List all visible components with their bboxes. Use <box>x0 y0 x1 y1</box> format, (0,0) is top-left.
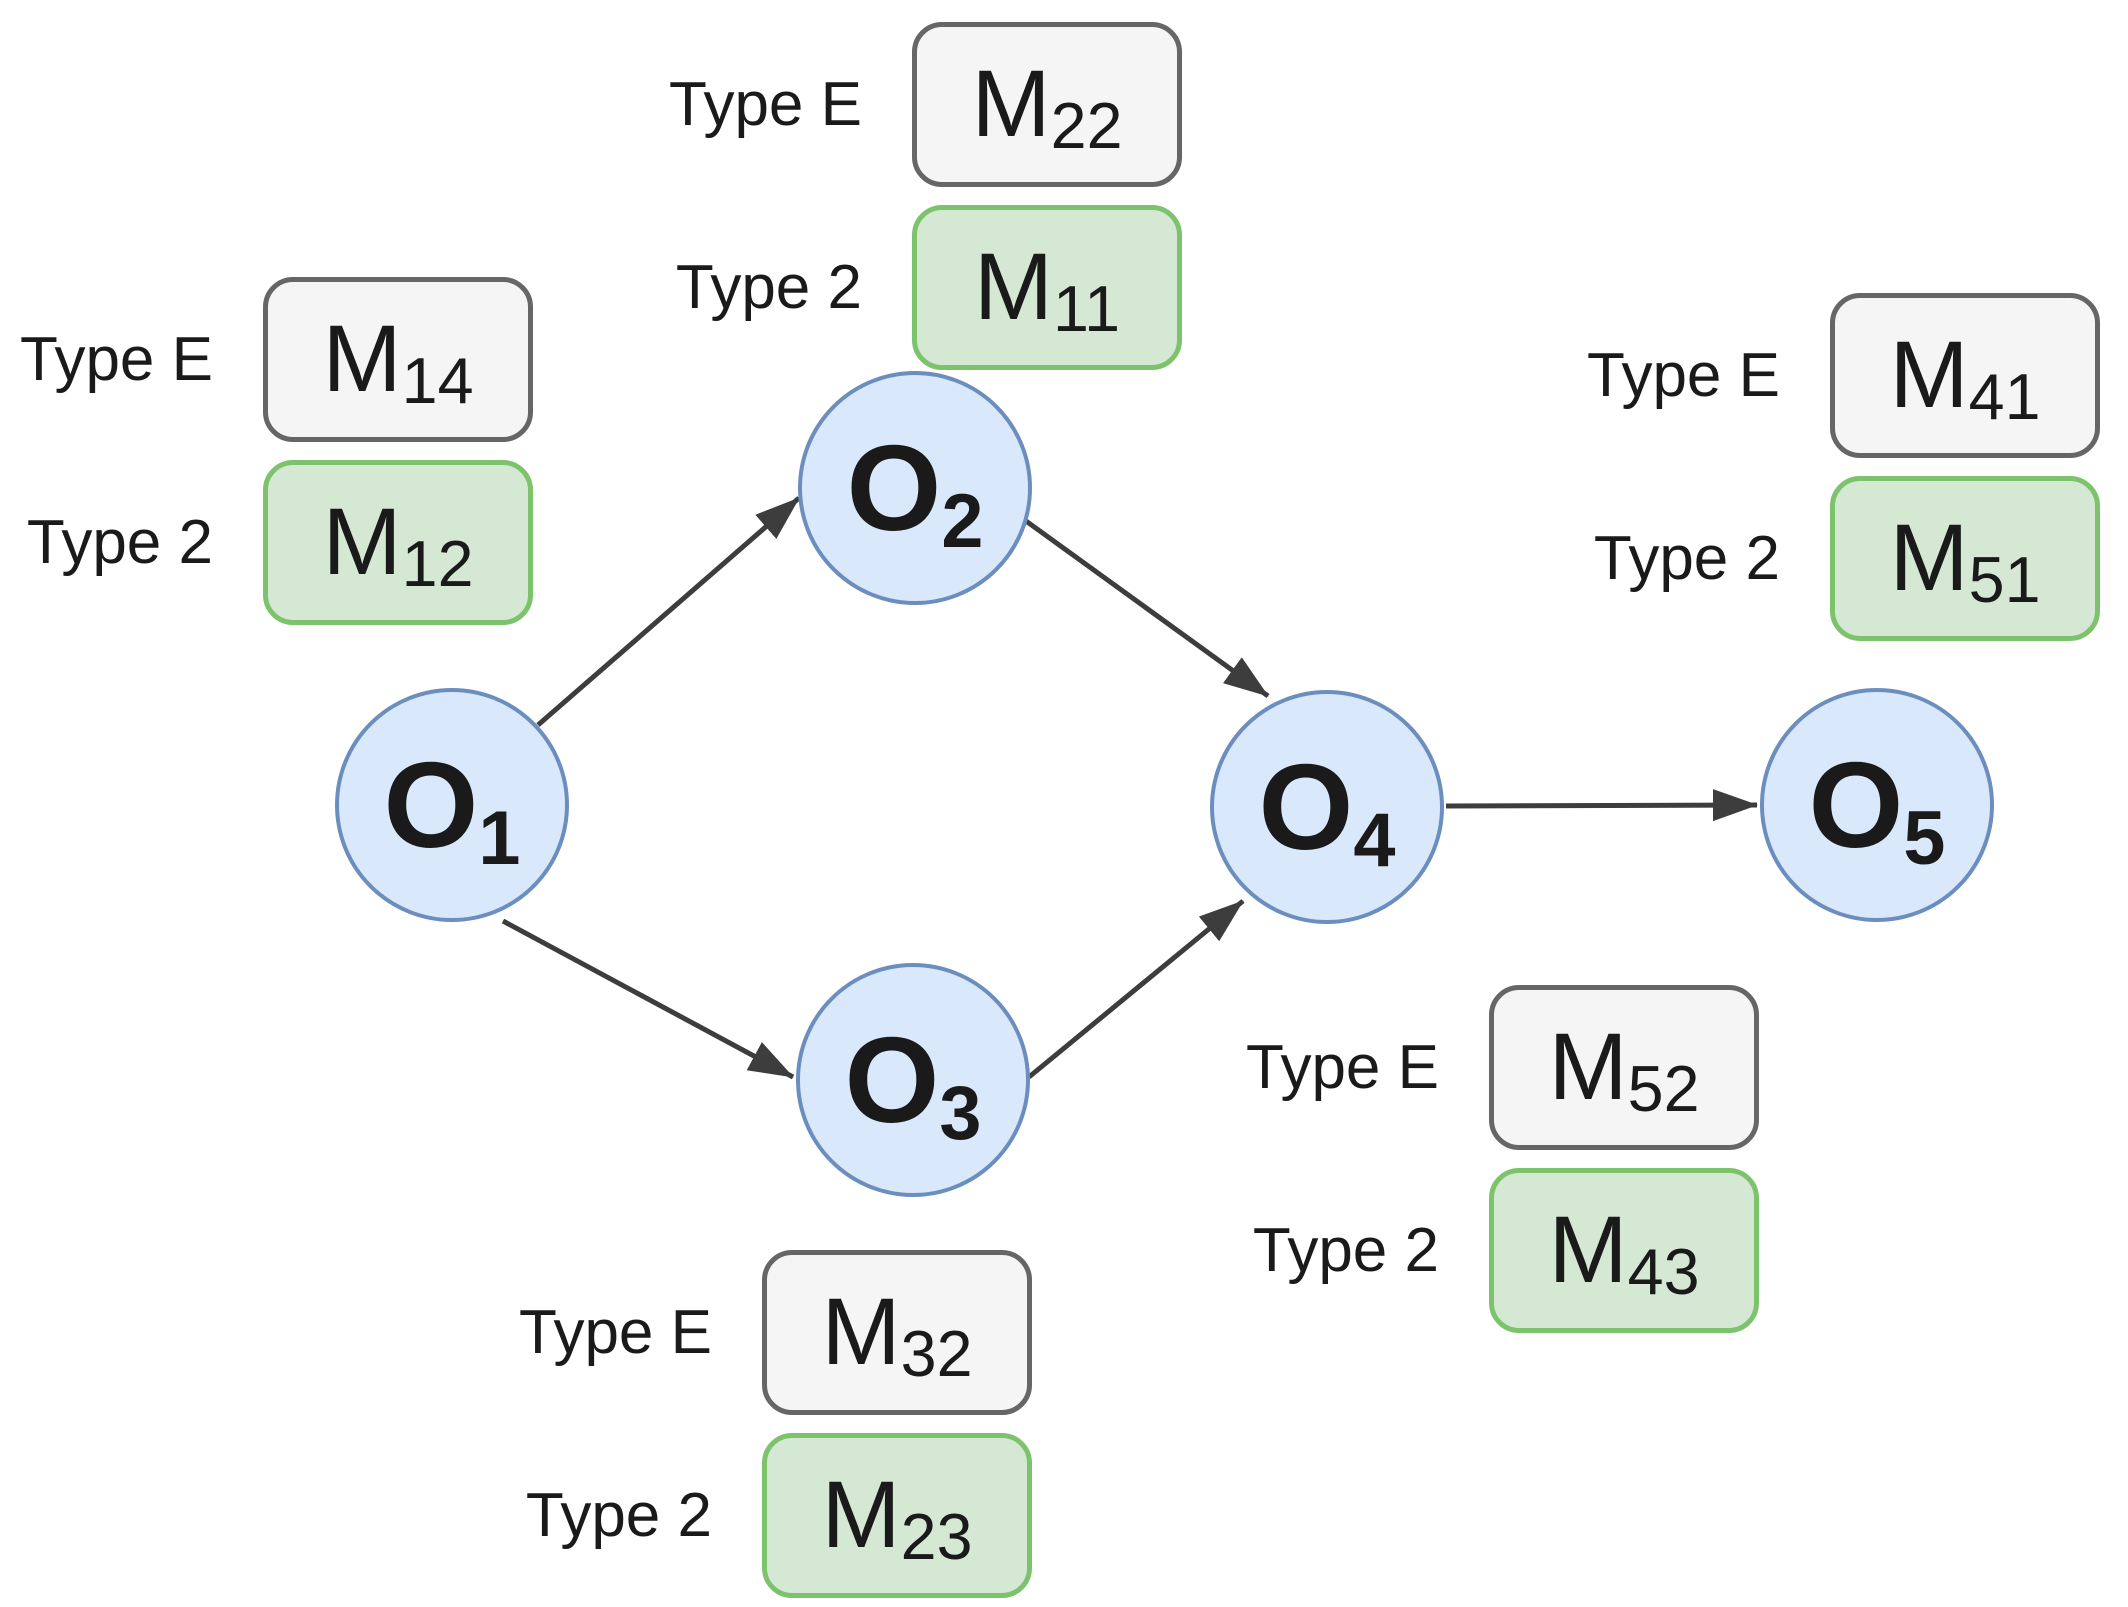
type-e-label: Type E <box>669 70 862 139</box>
machine-box-m41: M41 <box>1830 293 2100 458</box>
machine-group-upper-left: Type E M14 Type 2 M12 <box>3 277 533 625</box>
machine-box-label: M12 <box>322 489 474 600</box>
node-o5-label: O5 <box>1808 737 1946 881</box>
node-o1: O1 <box>335 688 569 922</box>
type-e-label: Type E <box>519 1298 712 1367</box>
machine-row: Type 2 M23 <box>502 1433 1032 1598</box>
machine-box-m23: M23 <box>762 1433 1032 1598</box>
node-o1-label: O1 <box>383 737 521 881</box>
edge-o1-o2 <box>536 496 801 727</box>
machine-row: Type 2 M51 <box>1570 476 2100 641</box>
edge-o2-o4 <box>1024 518 1270 699</box>
machine-box-label: M41 <box>1889 322 2041 433</box>
machine-box-label: M52 <box>1548 1014 1700 1125</box>
machine-box-label: M11 <box>973 234 1121 345</box>
type-2-label: Type 2 <box>525 1481 712 1550</box>
machine-row: Type E M41 <box>1570 293 2100 458</box>
type-e-label: Type E <box>1587 341 1780 410</box>
machine-row: Type 2 M11 <box>652 205 1182 370</box>
machine-box-m14: M14 <box>263 277 533 442</box>
machine-box-m51: M51 <box>1830 476 2100 641</box>
type-2-label: Type 2 <box>1593 524 1780 593</box>
node-o3: O3 <box>796 963 1030 1197</box>
type-e-label: Type E <box>20 325 213 394</box>
machine-group-top-center: Type E M22 Type 2 M11 <box>652 22 1182 370</box>
machine-box-m32: M32 <box>762 1250 1032 1415</box>
machine-row: Type 2 M43 <box>1229 1168 1759 1333</box>
type-e-label: Type E <box>1246 1033 1439 1102</box>
machine-row: Type E M52 <box>1229 985 1759 1150</box>
machine-group-upper-right: Type E M41 Type 2 M51 <box>1570 293 2100 641</box>
machine-box-label: M43 <box>1548 1197 1700 1308</box>
machine-group-mid-right: Type E M52 Type 2 M43 <box>1229 985 1759 1333</box>
node-o4: O4 <box>1210 690 1444 924</box>
machine-box-m43: M43 <box>1489 1168 1759 1333</box>
machine-box-label: M14 <box>322 306 474 417</box>
type-2-label: Type 2 <box>26 508 213 577</box>
machine-row: Type E M14 <box>3 277 533 442</box>
edge-o4-o5 <box>1445 789 1758 822</box>
node-o4-label: O4 <box>1258 739 1396 883</box>
machine-box-m22: M22 <box>912 22 1182 187</box>
node-o2: O2 <box>798 371 1032 605</box>
type-2-label: Type 2 <box>675 253 862 322</box>
machine-box-label: M23 <box>821 1462 973 1573</box>
machine-box-label: M22 <box>971 51 1123 162</box>
machine-row: Type E M32 <box>502 1250 1032 1415</box>
machine-box-m12: M12 <box>263 460 533 625</box>
node-o2-label: O2 <box>846 420 984 564</box>
machine-row: Type 2 M12 <box>3 460 533 625</box>
machine-group-bottom-center: Type E M32 Type 2 M23 <box>502 1250 1032 1598</box>
machine-box-label: M51 <box>1889 505 2041 616</box>
edge-o3-o4 <box>1027 899 1245 1079</box>
node-o5: O5 <box>1760 688 1994 922</box>
machine-box-m52: M52 <box>1489 985 1759 1150</box>
machine-box-m11: M11 <box>912 205 1182 370</box>
node-o3-label: O3 <box>844 1012 982 1156</box>
edge-o1-o3 <box>501 918 795 1080</box>
machine-box-label: M32 <box>821 1279 973 1390</box>
machine-row: Type E M22 <box>652 22 1182 187</box>
type-2-label: Type 2 <box>1252 1216 1439 1285</box>
